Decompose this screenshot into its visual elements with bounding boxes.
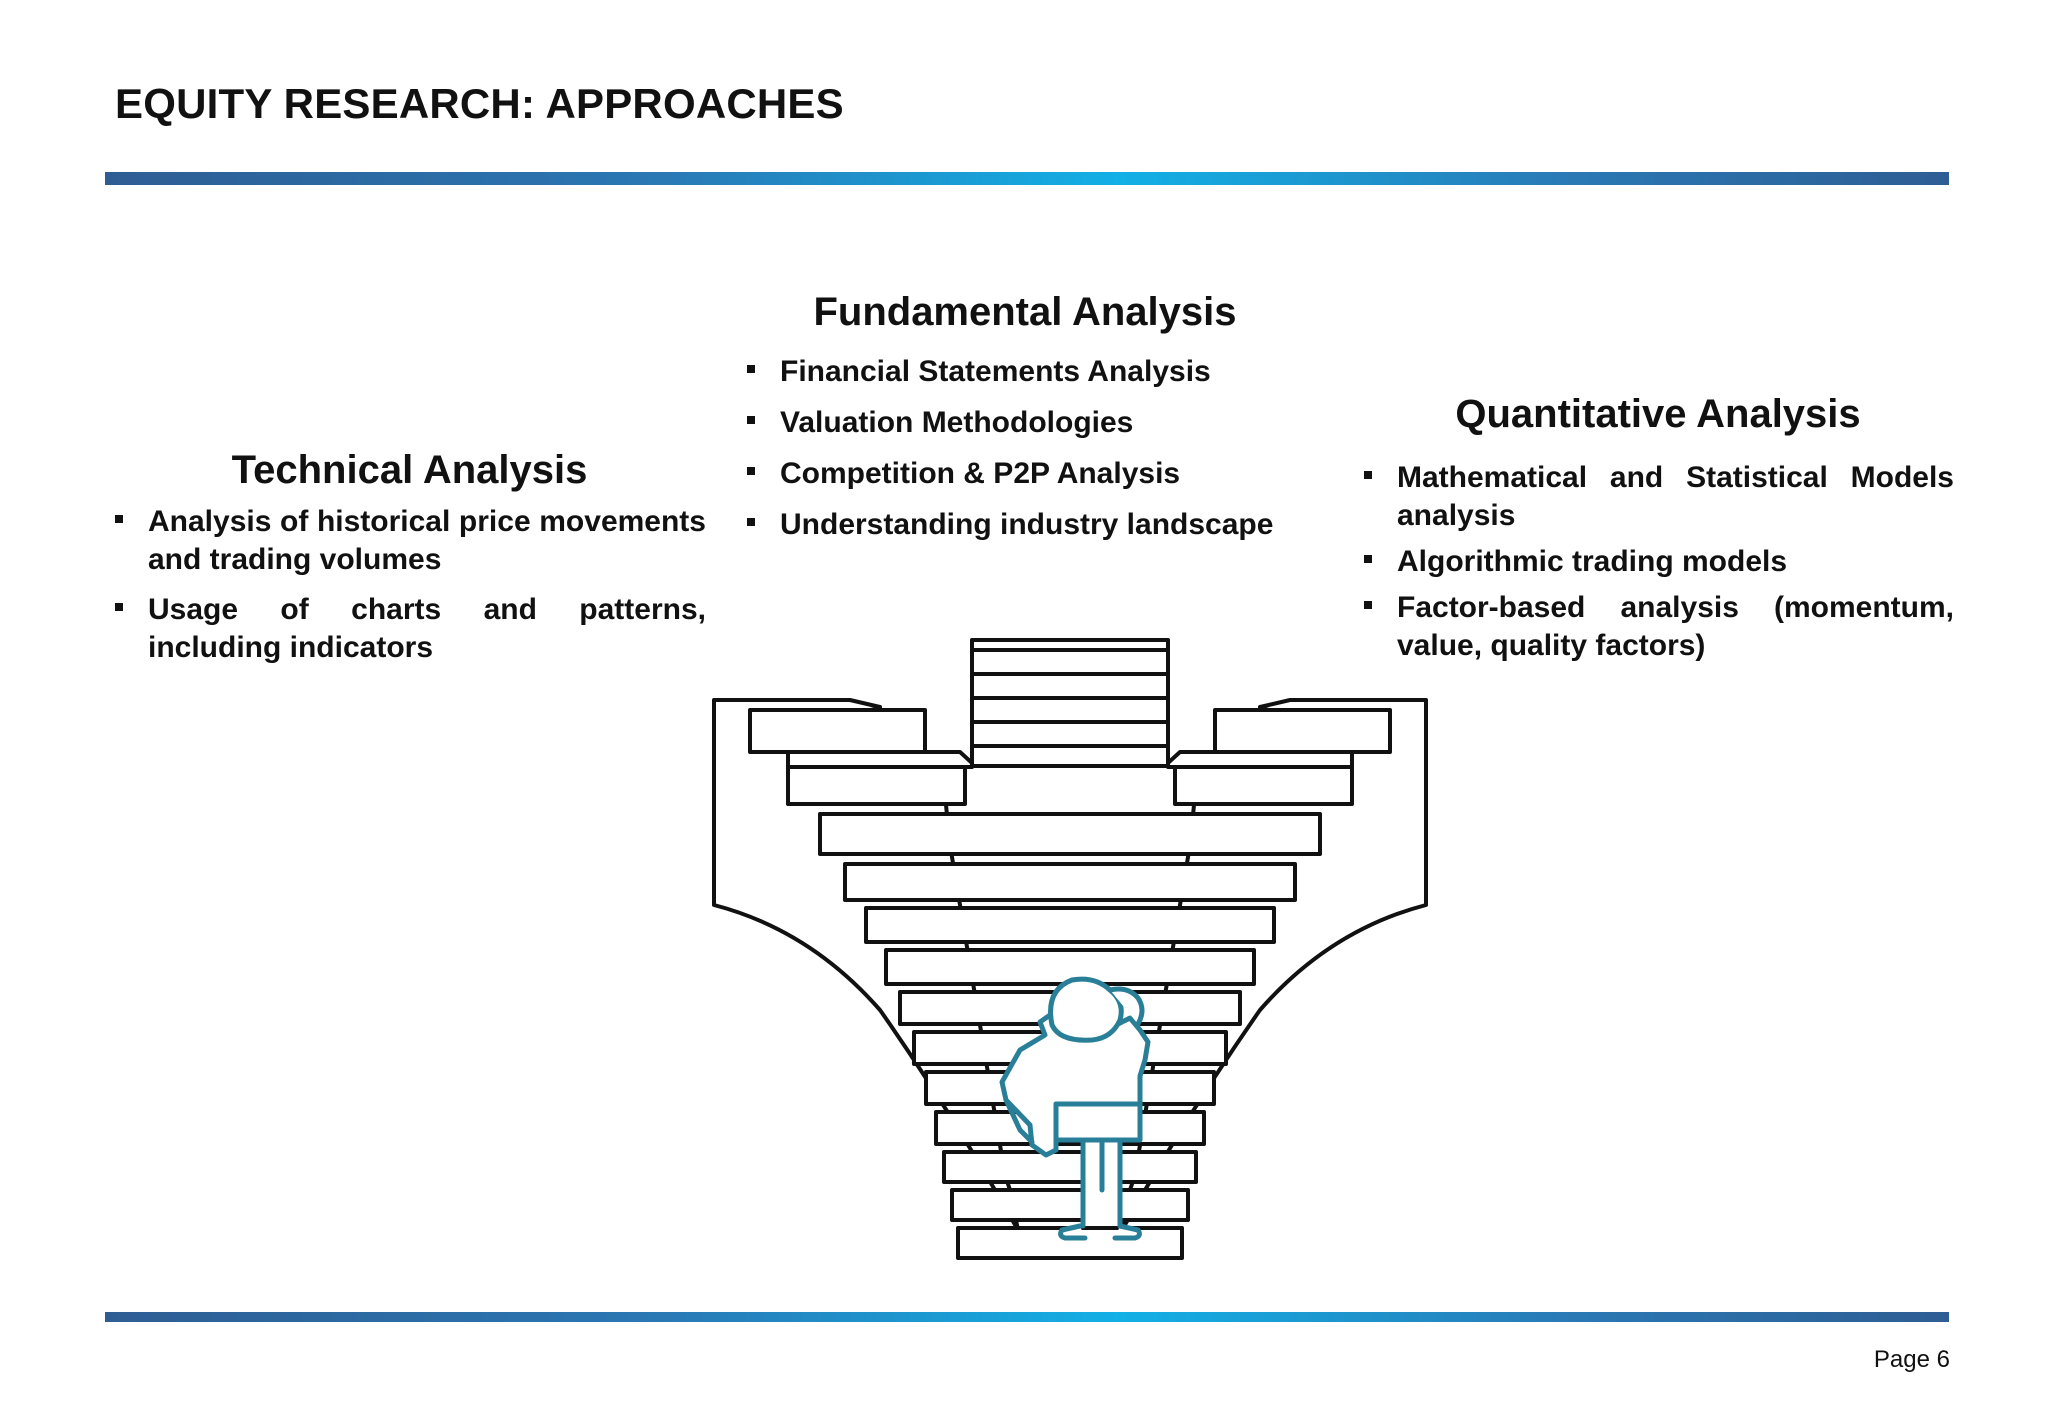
quantitative-analysis-section: Quantitative Analysis Mathematical and S… bbox=[1362, 392, 1954, 673]
list-item: Analysis of historical price movements a… bbox=[113, 503, 706, 579]
list-item: Mathematical and Statistical Models anal… bbox=[1362, 459, 1954, 535]
technical-analysis-list: Analysis of historical price movements a… bbox=[113, 503, 706, 667]
header-divider bbox=[105, 172, 1949, 185]
list-item: Algorithmic trading models bbox=[1362, 543, 1954, 581]
list-item: Valuation Methodologies bbox=[745, 404, 1345, 442]
technical-analysis-section: Technical Analysis Analysis of historica… bbox=[113, 448, 706, 679]
footer-divider bbox=[105, 1312, 1949, 1322]
list-item: Understanding industry landscape bbox=[745, 506, 1345, 544]
technical-analysis-heading: Technical Analysis bbox=[231, 448, 588, 492]
page-number: Page 6 bbox=[1873, 1346, 1950, 1373]
fundamental-analysis-section: Fundamental Analysis Financial Statement… bbox=[745, 290, 1345, 557]
person-facing-staircase-icon bbox=[712, 638, 1428, 1260]
quantitative-analysis-heading: Quantitative Analysis bbox=[1455, 392, 1861, 436]
fundamental-analysis-list: Financial Statements Analysis Valuation … bbox=[745, 353, 1345, 544]
list-item: Usage of charts and patterns, including … bbox=[113, 591, 706, 667]
list-item: Financial Statements Analysis bbox=[745, 353, 1345, 391]
list-item: Competition & P2P Analysis bbox=[745, 455, 1345, 493]
page-title: EQUITY RESEARCH: APPROACHES bbox=[115, 80, 844, 127]
quantitative-analysis-list: Mathematical and Statistical Models anal… bbox=[1362, 459, 1954, 665]
fundamental-analysis-heading: Fundamental Analysis bbox=[813, 290, 1237, 334]
list-item: Factor-based analysis (momentum, value, … bbox=[1362, 589, 1954, 665]
